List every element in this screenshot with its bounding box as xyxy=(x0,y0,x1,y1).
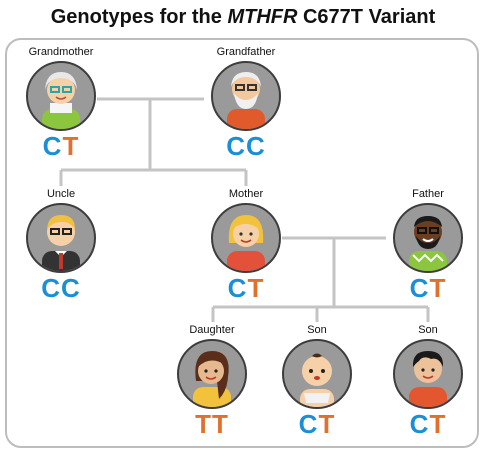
person-grandmother: Grandmother CT xyxy=(11,45,111,160)
person-name: Father xyxy=(412,188,444,200)
person-uncle: Uncle CC xyxy=(11,187,111,302)
allele-1: T xyxy=(195,409,212,439)
allele-2: T xyxy=(62,131,80,161)
grandfather-avatar xyxy=(211,61,281,131)
title-prefix: Genotypes for the xyxy=(50,6,228,28)
allele-2: C xyxy=(61,273,81,303)
diagram-title: Genotypes for the MTHFR C677T Variant xyxy=(0,6,486,29)
genotype-label: CT xyxy=(196,274,296,302)
person-son-boy: Son CT xyxy=(378,323,478,438)
person-mother: Mother CT xyxy=(196,187,296,302)
person-name: Son xyxy=(418,324,438,336)
pedigree-frame xyxy=(5,38,479,448)
person-name: Grandmother xyxy=(28,46,94,58)
person-name: Daughter xyxy=(189,324,235,336)
genotype-label: CT xyxy=(267,410,367,438)
genotype-label: CT xyxy=(11,132,111,160)
allele-1: C xyxy=(409,409,430,439)
person-daughter: Daughter TT xyxy=(162,323,262,438)
allele-1: C xyxy=(227,273,248,303)
son-boy-avatar xyxy=(393,339,463,409)
title-suffix: C677T Variant xyxy=(297,6,436,28)
person-grandfather: Grandfather CC xyxy=(196,45,296,160)
genotype-label: CC xyxy=(196,132,296,160)
allele-2: C xyxy=(246,131,266,161)
allele-1: C xyxy=(42,131,63,161)
allele-2: T xyxy=(247,273,265,303)
title-gene: MTHFR xyxy=(227,6,298,28)
person-name: Mother xyxy=(228,188,264,200)
person-son-baby: Son CT xyxy=(267,323,367,438)
allele-1: C xyxy=(409,273,430,303)
allele-2: T xyxy=(429,273,447,303)
allele-2: T xyxy=(212,409,229,439)
father-avatar xyxy=(393,203,463,273)
genotype-label: CC xyxy=(11,274,111,302)
person-name: Son xyxy=(307,324,327,336)
mother-avatar xyxy=(211,203,281,273)
person-name: Uncle xyxy=(46,188,76,200)
grandmother-avatar xyxy=(26,61,96,131)
genotype-label: CT xyxy=(378,410,478,438)
allele-1: C xyxy=(298,409,319,439)
allele-2: T xyxy=(429,409,447,439)
allele-1: C xyxy=(41,273,61,303)
daughter-avatar xyxy=(177,339,247,409)
genotype-label: CT xyxy=(378,274,478,302)
person-father: Father CT xyxy=(378,187,478,302)
uncle-avatar xyxy=(26,203,96,273)
son-baby-avatar xyxy=(282,339,352,409)
allele-1: C xyxy=(226,131,246,161)
person-name: Grandfather xyxy=(216,46,276,58)
genotype-label: TT xyxy=(162,410,262,438)
allele-2: T xyxy=(318,409,336,439)
